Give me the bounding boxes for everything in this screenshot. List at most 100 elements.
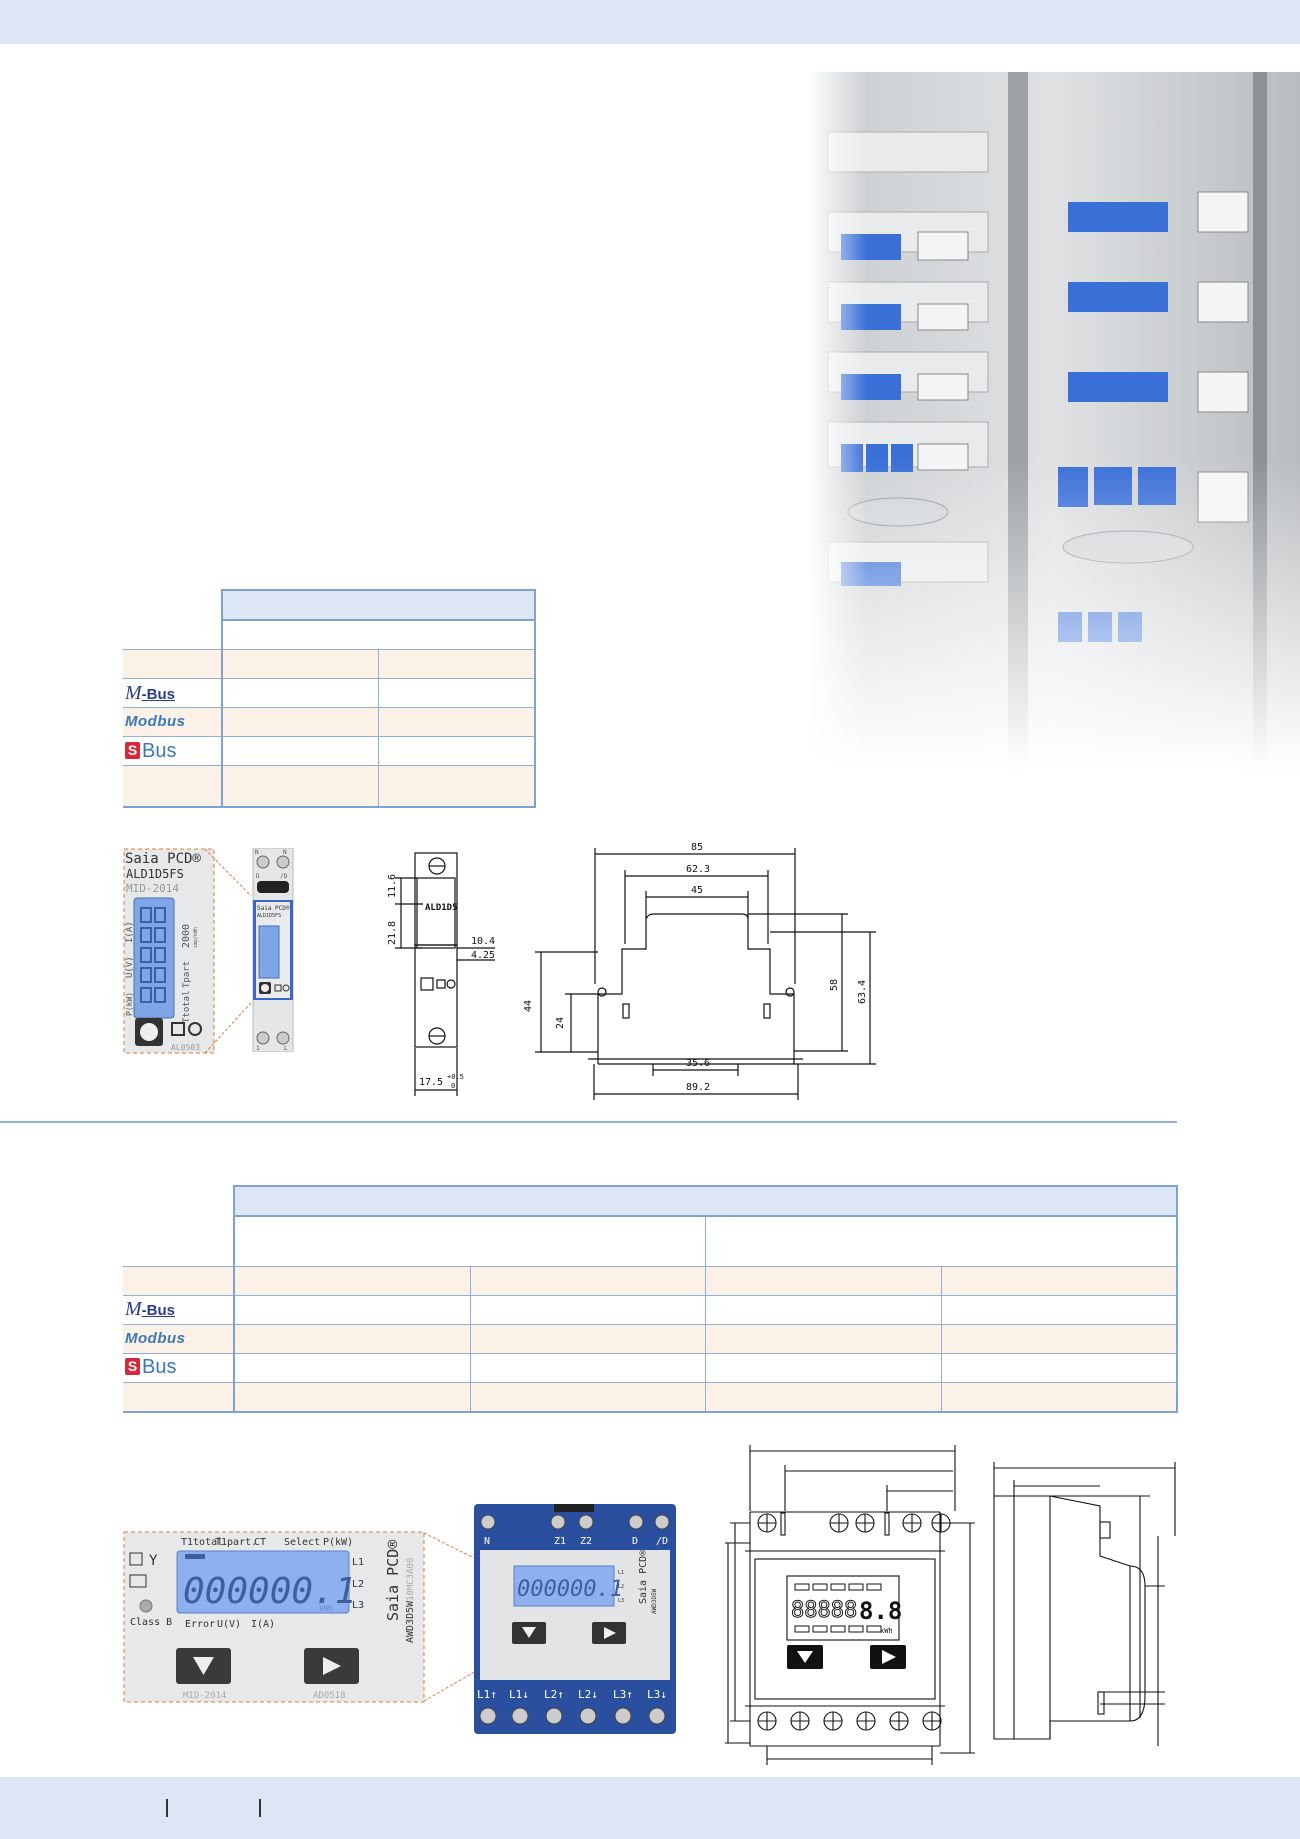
table-cell [221,736,379,766]
table-cell [704,1265,942,1296]
terminal-label: L3↑ [613,1688,633,1701]
table-cell [221,765,379,808]
table-cell [221,649,379,679]
table-cell [377,736,536,766]
u-label: U(V) [125,956,135,978]
counter-label: 2000 [181,924,192,948]
table-cell [469,1294,706,1325]
display-bottom-label: U(V) [217,1619,241,1630]
dim-label: 24 [555,1017,566,1029]
table-cell [940,1294,1178,1325]
display-top-label: P(kW) [323,1537,353,1548]
table-cell [469,1381,706,1413]
section-divider [0,1121,1177,1123]
dim-label: 62.3 [686,864,710,875]
table-cell [233,1265,471,1296]
dim-label: 58 [829,979,840,991]
front-model-label: ALD1D5 [425,903,458,913]
top-band [0,0,1300,44]
modbus-logo: Modbus [123,707,223,737]
table-header [221,589,536,621]
table-cell [469,1265,706,1296]
p-label: P(kW) [125,992,134,1016]
terminal-label: D [256,873,260,880]
wye-icon: Y [149,1553,158,1569]
table-cell [704,1323,942,1354]
dim-label: 10.4 [471,936,495,947]
drawing-display-bold: 8.8 [859,1597,902,1625]
dim-label: 89.2 [686,1082,710,1093]
terminal-label: L1↑ [477,1688,497,1701]
table-cell [233,1381,471,1413]
energy-display: 000000.1 [517,1577,623,1602]
table-subheader [221,619,536,650]
single-meter-closeup: Saia PCD® ALD1D5FS MID-2014 I(A) U(V) P(… [123,848,215,1054]
dim-label: 21.8 [387,921,398,945]
table-cell [940,1381,1178,1413]
mbus-logo: M-Bus [123,678,223,708]
line-label: L3 [352,1600,364,1611]
i-label: I(A) [125,921,135,943]
dim-label: 44 [523,1000,534,1012]
terminal-label: N [283,849,287,856]
terminal-label: L3↓ [647,1688,667,1701]
footer-separator [166,1799,168,1817]
closeup-leader-lines [205,848,252,1054]
brand-label: Saia PCD® [125,851,201,867]
drawing-unit: kWh [880,1627,893,1635]
dim-label: 17.5 [419,1077,443,1088]
terminal-label: Z1 [554,1536,566,1547]
three-meter-product: N Z1 Z2 D /D 000000.1 L1 L2 L3 Saia PCD®… [474,1504,676,1734]
single-meter-side-drawing: 85 62.3 45 58 63.4 44 24 35.6 89.2 [523,842,876,1100]
approval-label: AL0503 [171,1043,200,1052]
three-meter-side-drawing [993,1462,1176,1746]
brand-label: Saia PCD® [257,905,290,912]
model-label: ALD1D5FS [257,913,281,919]
table-cell [940,1265,1178,1296]
closeup-leader-lines-2 [424,1532,477,1702]
terminal-label: /D [280,873,288,880]
table-cell [233,1294,471,1325]
line-label: L2 [352,1579,364,1590]
display-bottom-label: I(A) [251,1619,275,1630]
line-label: L1 [352,1557,364,1568]
energy-display: 000000.1 [183,1571,356,1612]
dim-label: 11.6 [387,874,398,898]
dim-label: 35.6 [686,1058,710,1069]
terminal-label: /D [656,1536,668,1547]
table-cell [377,707,536,737]
drawing-display: 88888 [791,1598,857,1623]
cert-label: MID-2014 [126,882,179,895]
row-label [123,1381,235,1413]
terminal-label: L1↓ [509,1688,529,1701]
table-cell [233,1323,471,1354]
table-cell [704,1352,942,1383]
table-cell [221,707,379,737]
display-top-label: T1total [181,1537,223,1548]
table-subheader [704,1215,1178,1267]
table-cell [940,1352,1178,1383]
model-label: ALD1D5FS [126,867,184,881]
table-cell [469,1352,706,1383]
single-meter-front-drawing: ALD1D5 11.6 21.8 10.4 4.25 17.5 +0.5 0 [387,852,495,1096]
footer-separator [259,1799,261,1817]
table-subheader [233,1215,706,1267]
tpart-label: Tpart [182,961,192,988]
table-cell [377,765,536,808]
brand-label: Saia PCD® [638,1549,649,1604]
dim-label: 85 [691,842,703,853]
terminal-label: L2↑ [544,1688,564,1701]
class-label: Class B [130,1617,172,1628]
table-cell [377,678,536,708]
line-label: L2 [618,1584,624,1590]
brand-label: Saia PCD® [384,1539,402,1621]
terminal-label: Z2 [580,1536,592,1547]
terminal-label: L [284,1045,288,1052]
dim-label: 0 [451,1082,455,1090]
table-cell [704,1381,942,1413]
table-header [233,1185,1178,1217]
imp-unit-label: imp/kWh [193,927,199,948]
